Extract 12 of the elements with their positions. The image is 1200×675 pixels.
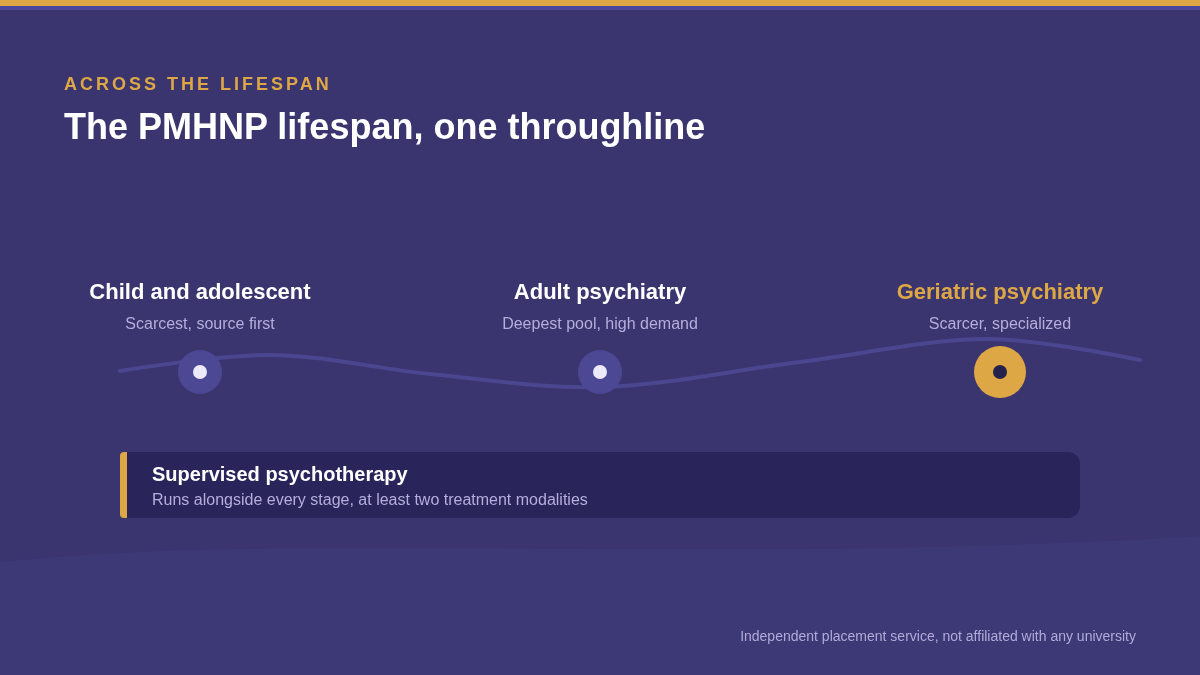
stage-description: Scarcest, source first [125,314,275,334]
bar-heading: Supervised psychotherapy [152,462,408,486]
stage-description: Scarcer, specialized [928,314,1072,334]
stage-heading: Adult psychiatry [513,278,687,306]
info-bar [120,452,1080,518]
bar-description: Runs alongside every stage, at least two treatment modalities [152,490,588,510]
diagram-title: The PMHNP lifespan, one throughline [64,105,706,149]
stage-heading: Child and adolescent [89,278,311,306]
disclaimer-note: Independent placement service, not affiliated with any university [740,627,1136,645]
stage-heading: Geriatric psychiatry [896,278,1104,306]
stage-description: Deepest pool, high demand [502,314,698,334]
eyebrow-label: ACROSS THE LIFESPAN [64,73,332,95]
